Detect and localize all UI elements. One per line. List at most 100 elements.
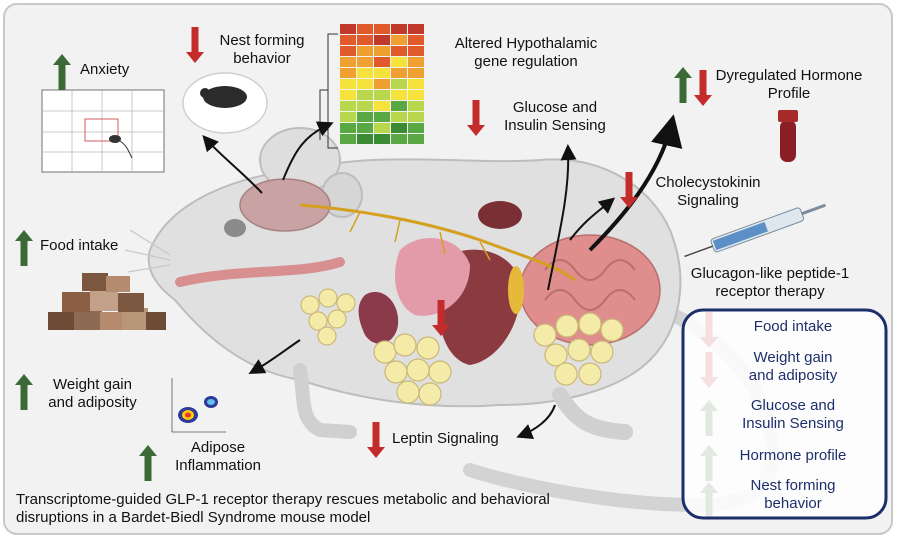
- label-adipose-inflammation: Adipose Inflammation: [168, 439, 268, 475]
- label-hormone: Dyregulated Hormone Profile: [700, 67, 878, 103]
- label-weight-gain: Weight gain and adiposity: [40, 376, 145, 412]
- label-food-intake: Food intake: [40, 237, 119, 254]
- vagus-nerve: [299, 203, 576, 282]
- caption-line-1: Transcriptome-guided GLP-1 receptor ther…: [16, 491, 550, 508]
- mouse-front-leg: [293, 363, 357, 439]
- heatmap-cell: [408, 123, 424, 133]
- panel-item-text-1: Glucose and: [750, 397, 836, 414]
- heatmap-cell: [374, 101, 390, 111]
- caption: Transcriptome-guided GLP-1 receptor ther…: [16, 491, 550, 527]
- label-glucose-line-2: Insulin Sensing: [504, 117, 606, 134]
- heatmap-cell: [374, 24, 390, 34]
- fat-deposit-visceral: [533, 312, 624, 386]
- spleen: [478, 201, 522, 229]
- panel-item-text-1: Weight gain: [753, 349, 833, 366]
- heatmap-cell: [391, 68, 407, 78]
- heatmap-cell: [374, 90, 390, 100]
- connector-arrows: [202, 114, 683, 439]
- heatmap-icon: [340, 24, 424, 144]
- panel-item-text-2: and adiposity: [748, 367, 838, 384]
- heatmap-cell: [357, 57, 373, 67]
- label-hypo-line-1: Altered Hypothalamic: [454, 35, 598, 52]
- heatmap-cell: [374, 134, 390, 144]
- panel-item-text-2: Insulin Sensing: [742, 415, 844, 432]
- label-weight-line-2: and adiposity: [48, 394, 137, 411]
- panel-item-hormone: Hormone profile: [718, 447, 868, 465]
- label-cholecystokinin: Cholecystokinin Signaling: [648, 174, 768, 210]
- heatmap-cell: [408, 46, 424, 56]
- heatmap-cell: [391, 112, 407, 122]
- panel-item-text-2: behavior: [764, 495, 822, 512]
- heatmap-cell: [357, 101, 373, 111]
- heatmap-cell: [340, 112, 356, 122]
- heatmap-cell: [357, 112, 373, 122]
- label-glp1-line-1: Glucagon-like peptide-1: [690, 265, 850, 282]
- heatmap-cell: [408, 134, 424, 144]
- fat-deposit-neck: [300, 288, 356, 346]
- mouse-nest-icon: [182, 72, 268, 134]
- heatmap-cell: [374, 35, 390, 45]
- blood-tube-icon: [778, 110, 798, 162]
- heatmap-cell: [340, 46, 356, 56]
- heatmap-cell: [340, 101, 356, 111]
- syringe-icon: [684, 203, 826, 258]
- label-hypothalamic: Altered Hypothalamic gene regulation: [441, 35, 611, 71]
- mouse-eye: [224, 219, 246, 237]
- label-glucose-line-1: Glucose and: [512, 99, 598, 116]
- label-leptin: Leptin Signaling: [392, 430, 499, 447]
- outcomes-panel: [681, 308, 888, 520]
- heatmap-cell: [391, 24, 407, 34]
- down-arrow-icon: [432, 300, 450, 336]
- heatmap-cell: [408, 112, 424, 122]
- heatmap-cell: [408, 90, 424, 100]
- intestine-fold: [544, 259, 636, 281]
- heatmap-cell: [391, 46, 407, 56]
- label-cck-line-1: Cholecystokinin: [655, 174, 761, 191]
- mouse-hind-leg: [552, 387, 633, 440]
- heatmap-cell: [357, 46, 373, 56]
- heatmap-cell: [340, 57, 356, 67]
- heatmap-cell: [357, 79, 373, 89]
- caption-line-2: disruptions in a Bardet-Biedl Syndrome m…: [16, 509, 371, 526]
- heatmap-cell: [340, 79, 356, 89]
- heatmap-cell: [340, 68, 356, 78]
- heatmap-cell: [408, 24, 424, 34]
- heatmap-dendrogram: [319, 33, 338, 149]
- up-arrow-icon: [674, 67, 692, 103]
- stomach: [395, 238, 470, 316]
- panel-item-text-1: Hormone profile: [739, 447, 847, 464]
- heatmap-cell: [357, 68, 373, 78]
- heatmap-cell: [391, 90, 407, 100]
- heatmap-cell: [408, 79, 424, 89]
- brain: [239, 178, 331, 232]
- heatmap-cell: [391, 35, 407, 45]
- nerve-branches: [349, 211, 491, 261]
- down-arrow-icon: [186, 27, 204, 63]
- flow-cytometry-plot-icon: [171, 378, 226, 433]
- label-glp1-line-2: receptor therapy: [715, 283, 825, 300]
- label-hormone-line-1: Dyregulated Hormone: [715, 67, 863, 84]
- intestine-tube: [175, 257, 345, 287]
- panel-item-text-1: Food intake: [753, 318, 833, 335]
- up-arrow-icon: [139, 445, 157, 481]
- heatmap-cell: [357, 35, 373, 45]
- label-adipose-line-2: Inflammation: [175, 457, 261, 474]
- heatmap-cell: [408, 68, 424, 78]
- heatmap-cell: [391, 123, 407, 133]
- down-arrow-icon: [467, 100, 485, 136]
- heatmap-cell: [357, 123, 373, 133]
- heatmap-cell: [374, 46, 390, 56]
- pancreas: [508, 266, 524, 314]
- heatmap-cell: [374, 123, 390, 133]
- intestine-fold: [544, 289, 636, 311]
- heatmap-cell: [357, 134, 373, 144]
- heatmap-cell: [408, 101, 424, 111]
- up-arrow-icon: [15, 374, 33, 410]
- panel-item-text-1: Nest forming: [750, 477, 836, 494]
- label-nest-line-2: behavior: [233, 50, 291, 67]
- panel-item-nest: Nest forming behavior: [718, 477, 868, 513]
- fat-deposit-abdomen: [373, 333, 452, 406]
- heatmap-cell: [340, 90, 356, 100]
- mouse-whiskers: [124, 229, 171, 273]
